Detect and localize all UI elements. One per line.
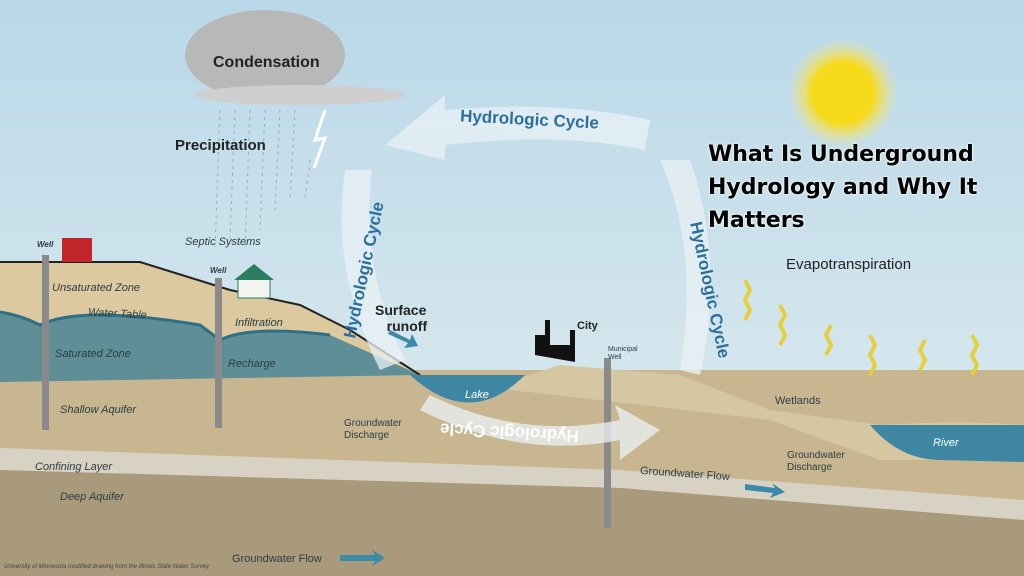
lake: [410, 375, 525, 403]
deep-aquifer-layer: [0, 470, 1024, 576]
water-table-line: [0, 310, 331, 342]
evapotranspiration-arrows: [742, 279, 980, 376]
saturated-zone: [0, 312, 420, 382]
label-condensation: Condensation: [213, 54, 320, 71]
sun-icon: [788, 38, 898, 148]
label-discharge: Discharge: [787, 462, 833, 473]
river: [870, 425, 1024, 462]
groundwater-flow-arrows: [340, 330, 785, 566]
label-well: Well: [37, 240, 54, 249]
label-shallow-aquifer: Shallow Aquifer: [60, 404, 137, 416]
cloud-icon: [185, 10, 345, 100]
page-title: What Is Underground Hydrology and Why It…: [708, 142, 978, 233]
label-recharge: Recharge: [228, 358, 276, 370]
label-lake: Lake: [465, 389, 489, 401]
label-discharge: Discharge: [344, 430, 390, 441]
label-river: River: [933, 437, 959, 449]
label-groundwater: Groundwater: [787, 450, 845, 461]
rain: [214, 109, 311, 251]
well-pipe: [42, 255, 49, 430]
label-municipal-well-word: Well: [608, 354, 622, 361]
label-septic-systems: Septic Systems: [185, 236, 261, 248]
label-unsaturated-zone: Unsaturated Zone: [52, 282, 141, 294]
label-surface: Surface: [375, 302, 427, 318]
barn-icon: [62, 238, 92, 262]
label-surface-runoff: Surface runoff: [375, 302, 427, 334]
label-precipitation: Precipitation: [175, 137, 266, 154]
label-wetlands: Wetlands: [775, 395, 821, 407]
house-icon: [237, 277, 271, 299]
well-pipe: [215, 278, 222, 428]
label-evapotranspiration: Evapotranspiration: [786, 256, 912, 273]
hydrologic-cycle-arrows: [341, 95, 711, 460]
label-deep-aquifer: Deep Aquifer: [60, 491, 124, 503]
label-city: City: [577, 320, 598, 332]
label-confining-layer: Confining Layer: [35, 461, 113, 473]
factory-icon: [535, 320, 575, 362]
label-infiltration: Infiltration: [235, 317, 283, 329]
label-runoff: runoff: [386, 318, 428, 334]
confining-layer: [0, 448, 1024, 520]
label-well-2: Well: [210, 266, 227, 275]
municipal-well-pipe: [604, 358, 611, 528]
label-saturated-zone: Saturated Zone: [55, 348, 131, 360]
credit-text: University of Minnesota modified drawing…: [4, 564, 209, 570]
label-groundwater: Groundwater: [344, 418, 402, 429]
label-municipal: Municipal: [608, 346, 638, 353]
lightning-icon: [312, 109, 328, 169]
label-groundwater-flow-bottom: Groundwater Flow: [232, 553, 322, 565]
